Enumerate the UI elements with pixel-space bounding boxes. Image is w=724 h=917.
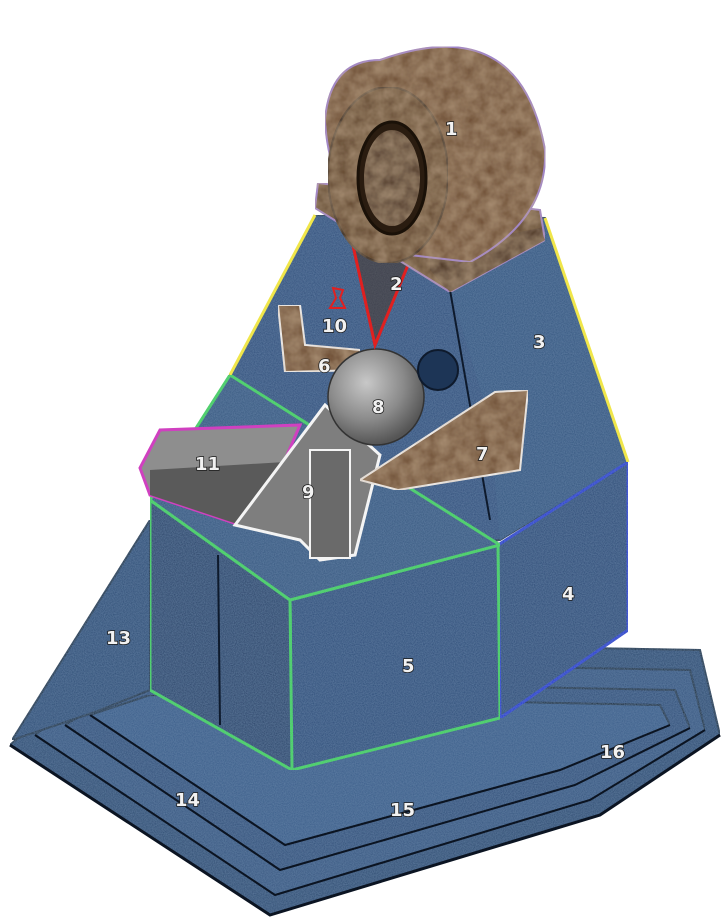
label-10: 10 <box>322 316 347 337</box>
label-15: 15 <box>390 800 415 821</box>
label-14: 14 <box>175 790 200 811</box>
label-1: 1 <box>445 119 458 140</box>
label-4: 4 <box>562 584 575 605</box>
bronze-cylinder-1 <box>325 47 545 263</box>
label-13: 13 <box>106 628 131 649</box>
label-5: 5 <box>402 656 415 677</box>
label-6: 6 <box>318 356 331 377</box>
label-11: 11 <box>195 454 220 475</box>
label-2: 2 <box>390 274 403 295</box>
label-7: 7 <box>476 444 489 465</box>
round-hole <box>418 350 458 390</box>
label-3: 3 <box>533 332 546 353</box>
label-8: 8 <box>372 397 385 418</box>
label-16: 16 <box>600 742 625 763</box>
label-9: 9 <box>302 482 315 503</box>
